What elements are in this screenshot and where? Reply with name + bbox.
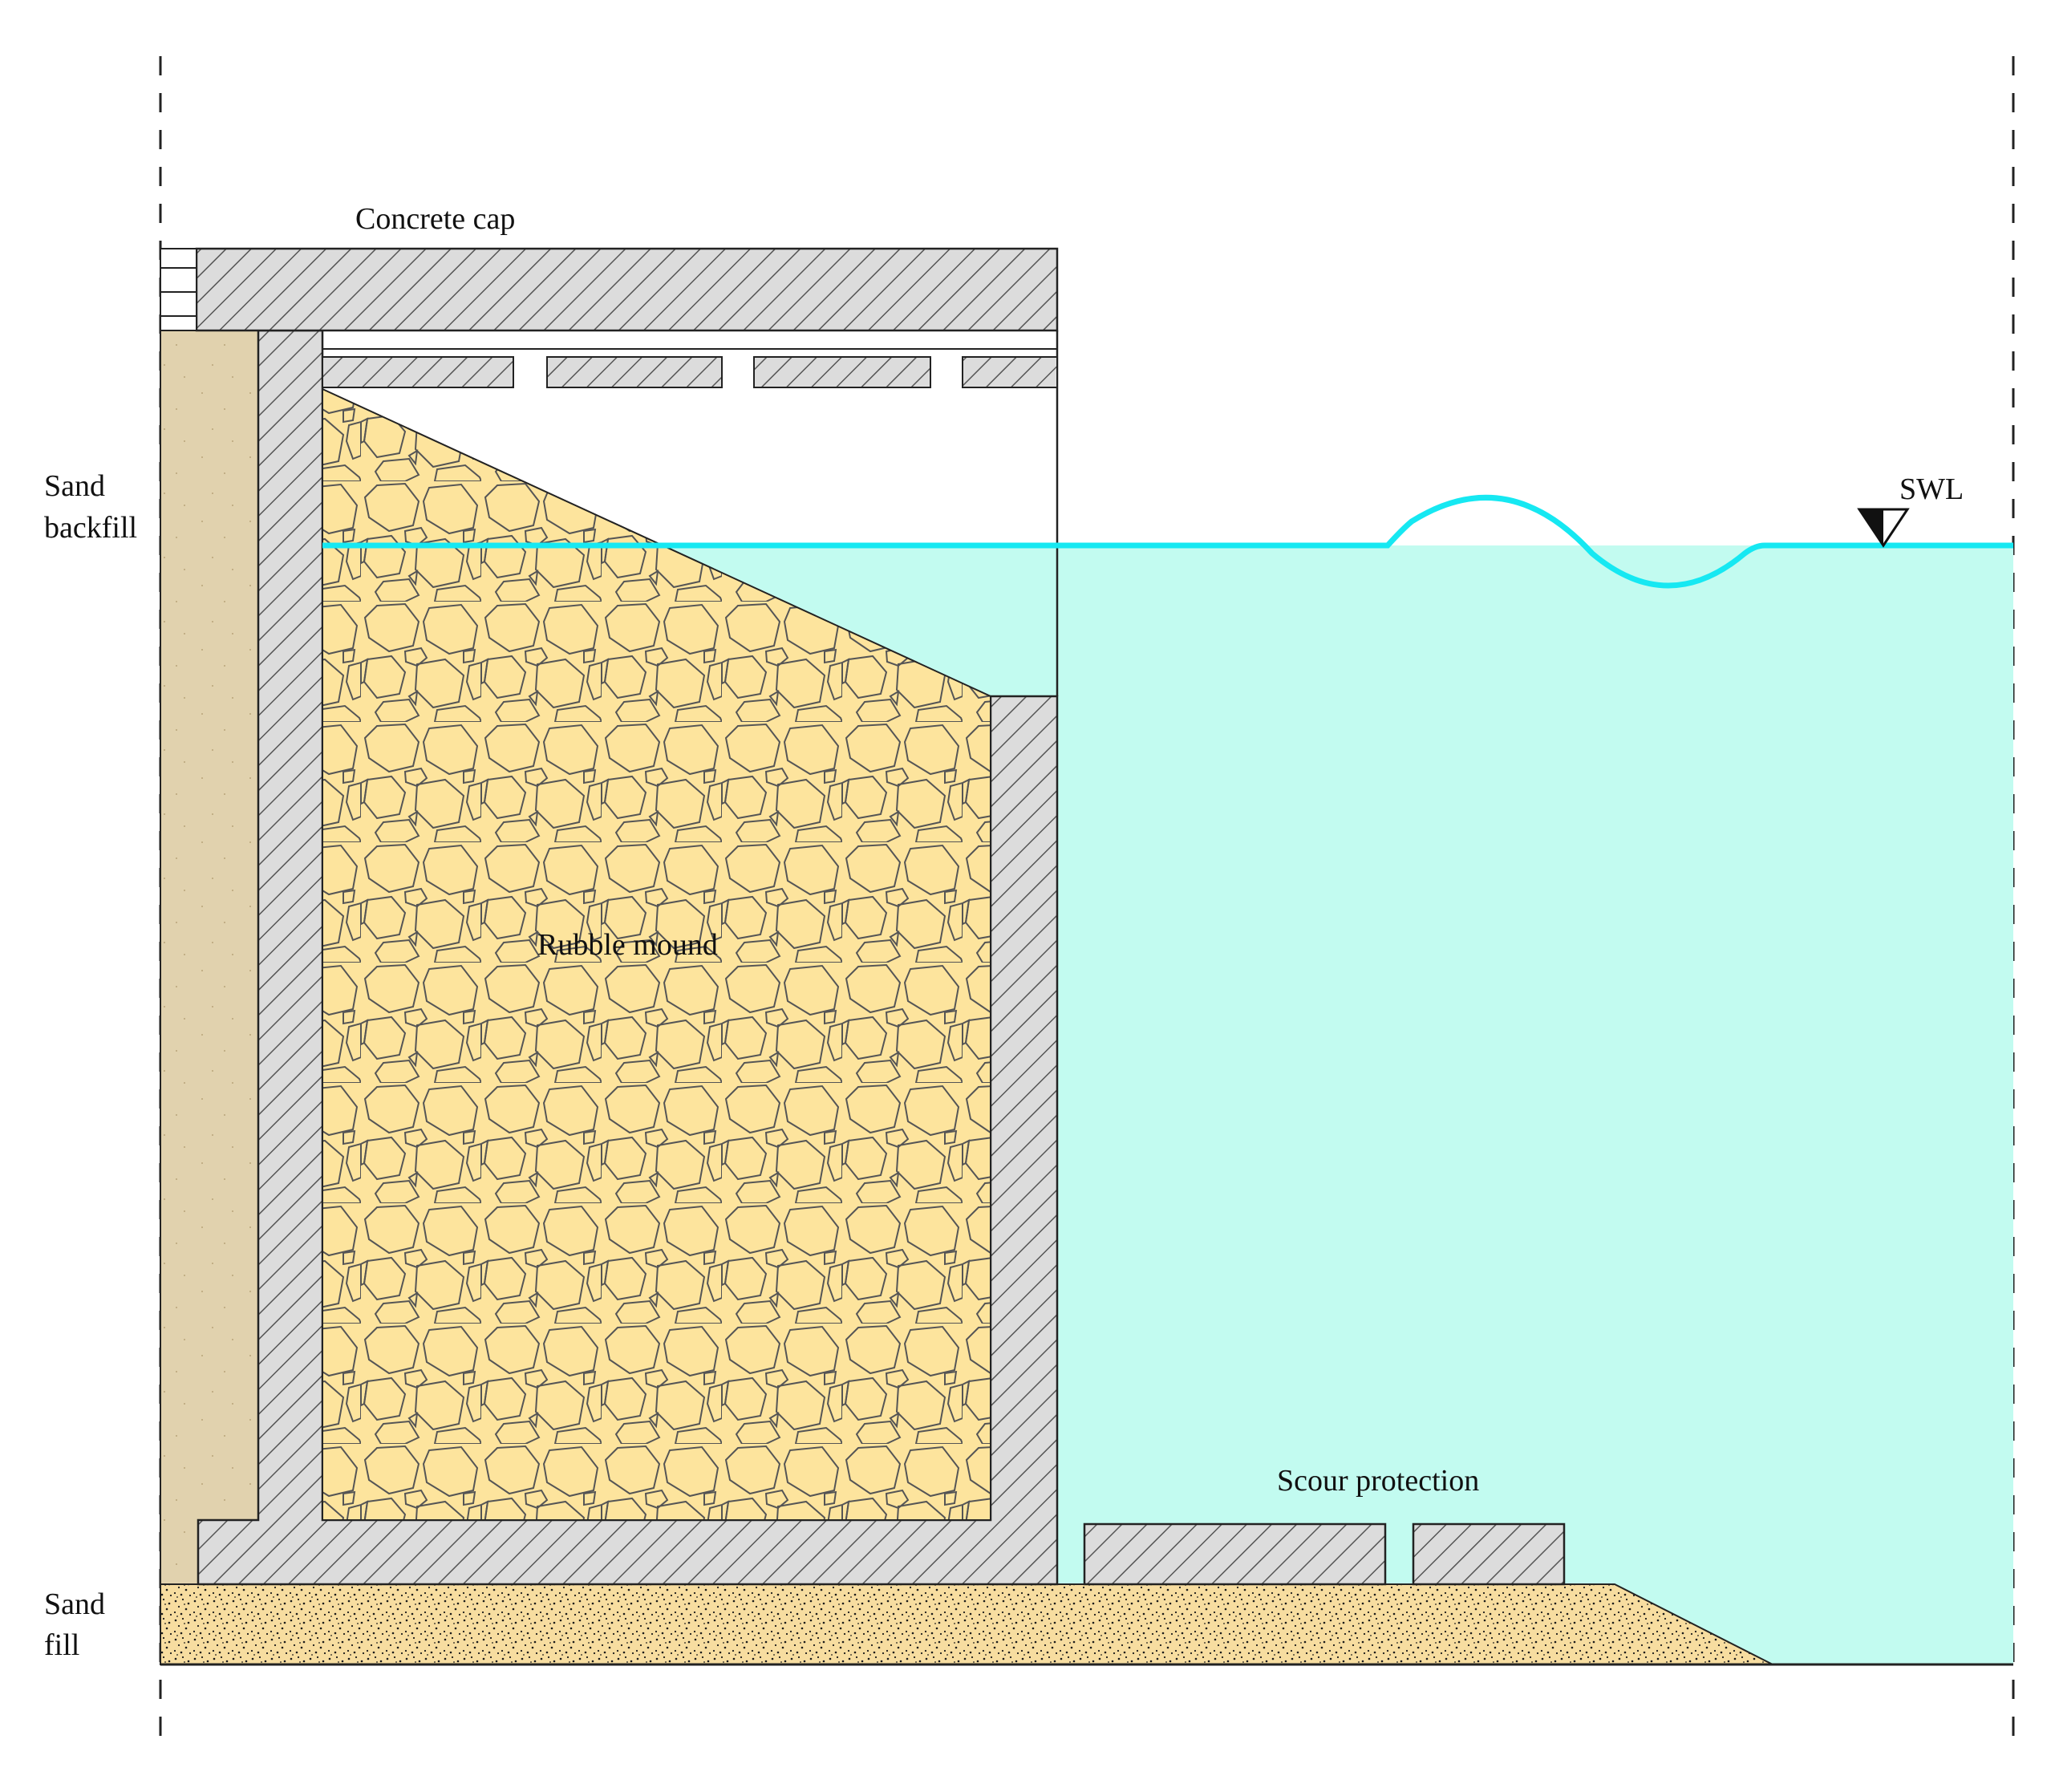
label-sand-fill-line1: Sand xyxy=(44,1587,105,1621)
slab-segment xyxy=(753,356,931,388)
label-scour-protection: Scour protection xyxy=(1277,1464,1479,1498)
swl-marker-icon xyxy=(1857,508,1910,548)
slab-segment xyxy=(322,356,514,388)
scour-protection-block xyxy=(1412,1522,1566,1586)
label-sand-backfill-line1: Sand xyxy=(44,469,105,503)
scour-protection-block xyxy=(1083,1522,1387,1586)
slab-segment xyxy=(962,356,1058,388)
label-sand-backfill-line2: backfill xyxy=(44,511,137,545)
label-concrete-cap: Concrete cap xyxy=(355,202,515,236)
sand-fill xyxy=(160,1583,1773,1665)
label-swl: SWL xyxy=(1899,472,1964,506)
rubble-mound xyxy=(322,387,991,1521)
water-surface-line xyxy=(322,494,2013,589)
sand-backfill xyxy=(160,330,259,1585)
label-sand-fill-line2: fill xyxy=(44,1628,79,1662)
water-body xyxy=(322,545,2013,1664)
label-rubble-mound: Rubble mound xyxy=(537,928,718,962)
concrete-cap xyxy=(195,247,1059,332)
slab-segment xyxy=(546,356,723,388)
cap-ledge xyxy=(160,248,197,331)
